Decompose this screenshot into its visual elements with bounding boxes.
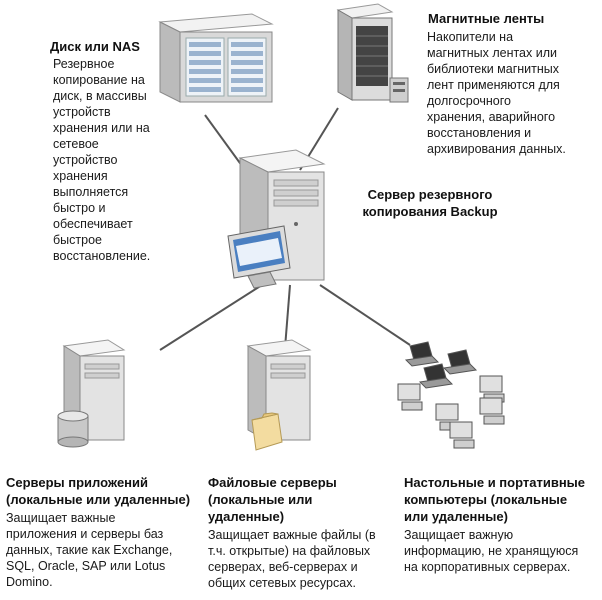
desc-line: выполняется — [53, 185, 129, 199]
desktops-title: Настольные и портативные компьютеры (лок… — [404, 474, 600, 525]
desc-line: хранения, аварийного — [427, 110, 556, 124]
desc-line: Защищает важную — [404, 528, 514, 542]
desc-line: долгосрочного — [427, 94, 511, 108]
line-to-desktops — [319, 284, 411, 346]
laptop-icon — [418, 363, 454, 389]
title-line: Файловые серверы — [208, 475, 337, 490]
app-server-icon — [57, 339, 126, 448]
desc-line: данных, такие как Exchange, — [6, 543, 173, 557]
desc-line: серверах, веб-серверах и — [208, 560, 358, 574]
file-servers-description: Защищает важные файлы (в т.ч. открытые) … — [208, 527, 398, 591]
title-line: Серверы приложений — [6, 475, 149, 490]
desc-line: на корпоративных серверах. — [404, 560, 571, 574]
desc-line: информацию, не хранящуюся — [404, 544, 579, 558]
line-to-file-servers — [284, 284, 291, 349]
desc-line: диск, в массивы — [53, 89, 147, 103]
desktops-laptops-icon — [397, 341, 505, 449]
desc-line: восстановления и — [427, 126, 532, 140]
title-line: (локальные или удаленные) — [6, 492, 191, 507]
laptop-icon — [442, 349, 478, 375]
desktop-icon — [397, 383, 423, 411]
desktops-description: Защищает важную информацию, не хранящуюс… — [404, 527, 600, 575]
desc-line: быстро и — [53, 201, 106, 215]
backup-server-icon — [227, 149, 326, 289]
desc-line: устройств — [53, 105, 111, 119]
desc-line: Накопители на — [427, 30, 514, 44]
desc-line: хранения — [53, 169, 108, 183]
file-servers-title: Файловые серверы (локальные или удаленны… — [208, 474, 398, 525]
desc-line: восстановление. — [53, 249, 151, 263]
disk-nas-description: Резервное копирование на диск, в массивы… — [53, 56, 171, 264]
desc-line: лент применяются для — [427, 78, 560, 92]
desc-line: магнитных лентах или — [427, 46, 557, 60]
desc-line: Защищает важные — [6, 511, 116, 525]
desc-line: Резервное — [53, 57, 115, 71]
app-servers-description: Защищает важные приложения и серверы баз… — [6, 510, 202, 590]
database-icon — [57, 410, 89, 448]
desc-line: хранения или на — [53, 121, 150, 135]
tape-description: Накопители на магнитных лентах или библи… — [427, 29, 597, 157]
desc-line: быстрое — [53, 233, 102, 247]
title-line: или удаленные) — [404, 509, 508, 524]
title-line: Сервер резервного — [367, 187, 493, 202]
laptop-icon — [404, 341, 440, 367]
disk-nas-title: Диск или NAS — [50, 39, 140, 54]
tape-library-icon — [336, 3, 409, 103]
line-to-disk — [204, 114, 246, 171]
desc-line: т.ч. открытые) на файловых — [208, 544, 371, 558]
title-line: удаленные) — [208, 509, 285, 524]
desc-line: архивирования данных. — [427, 142, 566, 156]
desc-line: сетевое — [53, 137, 99, 151]
title-line: компьютеры (локальные — [404, 492, 568, 507]
line-to-app-servers — [159, 284, 263, 351]
tape-title: Магнитные ленты — [428, 11, 545, 26]
folder-icon — [251, 412, 283, 451]
desc-line: обеспечивает — [53, 217, 133, 231]
file-server-icon — [246, 339, 312, 451]
title-line: копирования Backup — [362, 204, 498, 219]
desktop-icon — [449, 421, 475, 449]
title-line: Настольные и портативные — [404, 475, 586, 490]
desc-line: общих сетевых ресурсах. — [208, 576, 356, 590]
desc-line: приложения и серверы баз — [6, 527, 164, 541]
desc-line: устройство — [53, 153, 118, 167]
desc-line: библиотеки магнитных — [427, 62, 560, 76]
title-line: (локальные или — [208, 492, 313, 507]
backup-server-label: Сервер резервного копирования Backup — [360, 186, 500, 220]
desc-line: Защищает важные файлы (в — [208, 528, 376, 542]
app-servers-title: Серверы приложений (локальные или удален… — [6, 474, 206, 508]
desc-line: копирование на — [53, 73, 145, 87]
desc-line: SQL, Oracle, SAP или Lotus — [6, 559, 166, 573]
desktop-icon — [479, 397, 505, 425]
desc-line: Domino. — [6, 575, 53, 589]
disk-array-icon — [158, 13, 274, 103]
